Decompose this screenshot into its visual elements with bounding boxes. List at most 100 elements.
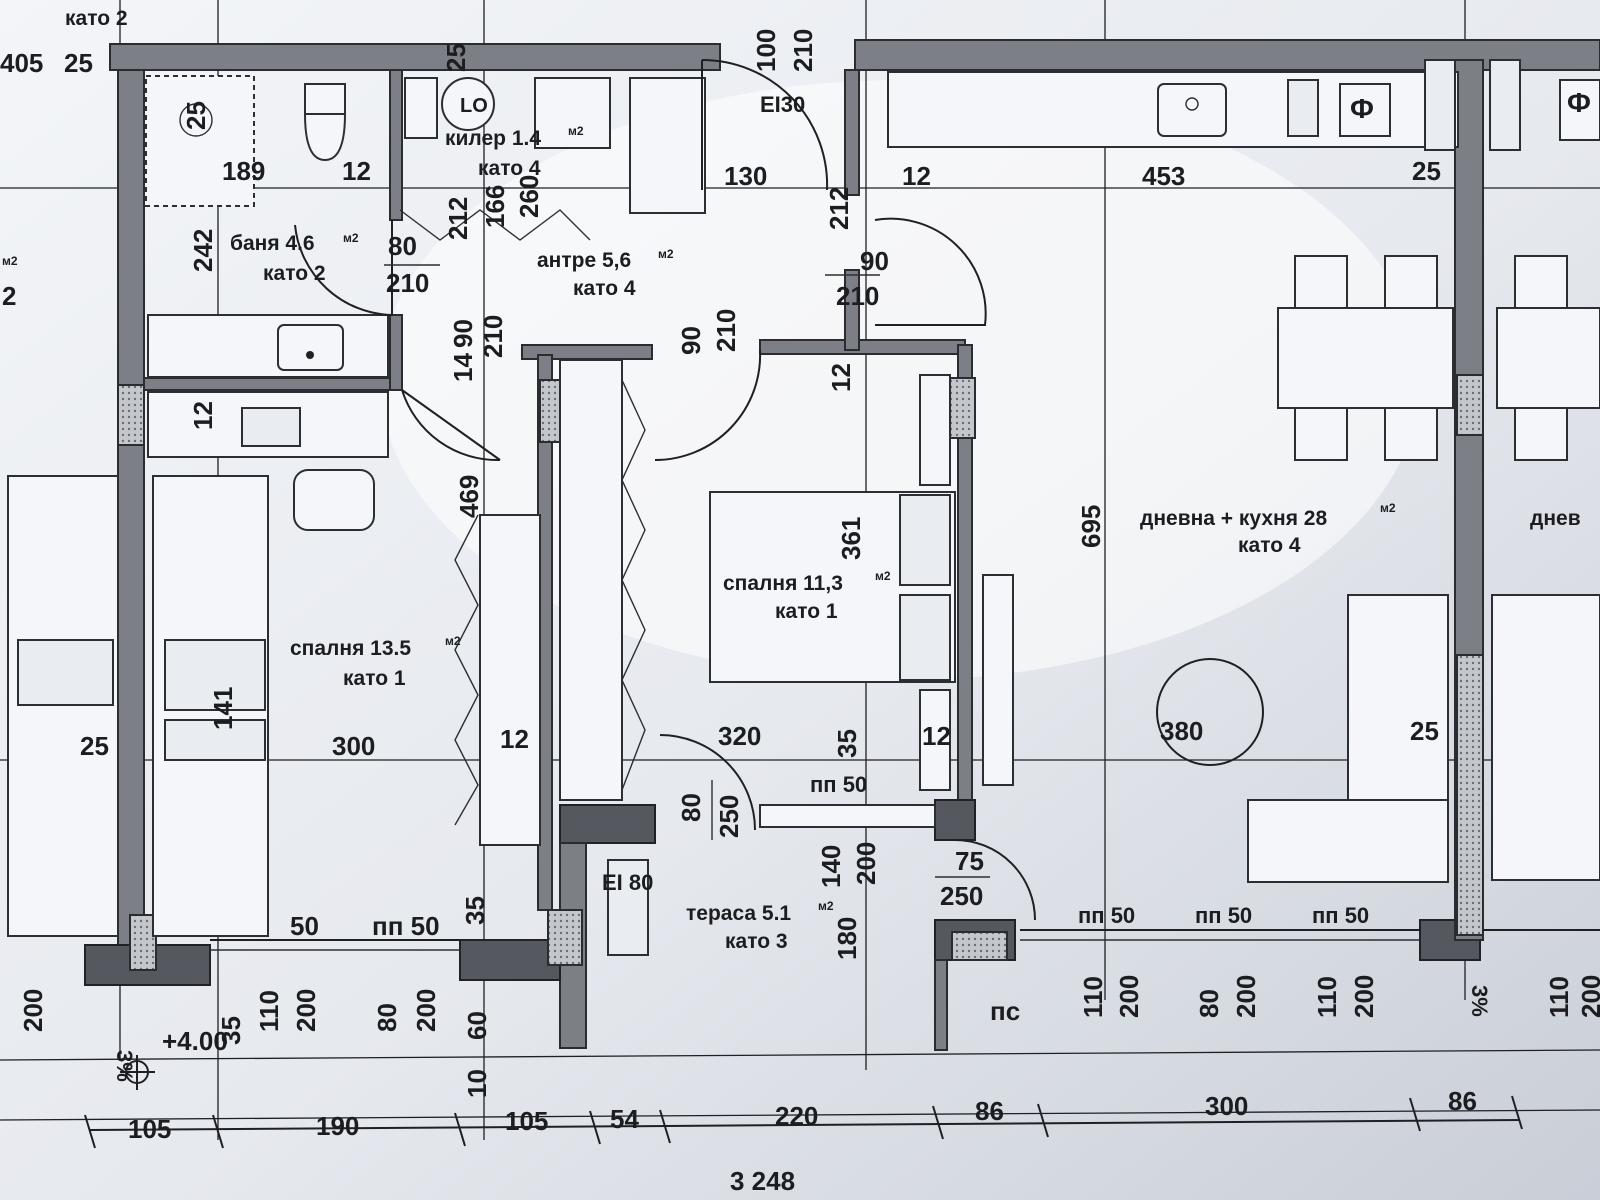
level-marker	[120, 1055, 155, 1090]
dim-90-entry: 90	[860, 246, 889, 276]
dim-10: 10	[462, 1069, 492, 1098]
dim-110-b: 110	[1078, 976, 1108, 1018]
dim-12-bed: 12	[922, 721, 951, 751]
dim-405: 405	[0, 48, 43, 78]
bottom-chain-labels: 105 190 105 54 220 86 300 86 3 248	[128, 1086, 1477, 1196]
room-hall-name: антре 5,6	[537, 249, 631, 272]
level-label: +4.00	[162, 1026, 228, 1056]
pp50-label-3: пп 50	[1078, 903, 1135, 928]
dim-100-door: 100	[751, 29, 781, 72]
dim-166: 166	[480, 185, 510, 228]
door-swings	[210, 59, 1600, 951]
screen-glare	[380, 80, 1420, 680]
dim-210-entry: 210	[836, 281, 879, 311]
left-cut-number-label: 2	[2, 281, 16, 311]
chain-86-a: 86	[975, 1096, 1004, 1126]
svg-text:Ф: Ф	[1350, 93, 1374, 124]
bottom-dimension-chain	[84, 1095, 1523, 1149]
chain-300: 300	[1205, 1091, 1248, 1121]
room-bedroom-left-floor: като 1	[343, 667, 406, 690]
dim-25-top-left: 25	[64, 48, 93, 78]
room-living-name: дневна + кухня 28	[1140, 507, 1327, 530]
dim-189: 189	[222, 156, 265, 186]
dim-80-terrace-door: 80	[676, 793, 706, 822]
chain-54: 54	[610, 1104, 639, 1134]
room-storage-name: килер 1.4	[445, 127, 541, 150]
dimension-labels-horizontal: 405 25 189 12 130 12 453 25 80 210 90 21…	[0, 48, 1441, 941]
dim-90-bedroom-door: 90	[676, 326, 706, 355]
room-bedroom-mid-name: спалня 11,3	[723, 572, 843, 595]
dim-361: 361	[836, 517, 866, 560]
room-bath-unit: м2	[343, 231, 359, 245]
dim-110-c: 110	[1312, 976, 1342, 1018]
dim-90-hall: 90	[448, 319, 478, 348]
dim-210-bedroom-door: 210	[711, 309, 741, 352]
room-terrace-name: тераса 5.1	[686, 902, 791, 925]
room-bedroom-mid-unit: м2	[875, 569, 891, 583]
dim-25-right: 25	[1410, 716, 1439, 746]
shaft-label: пс	[990, 996, 1020, 1026]
dim-25-left: 25	[80, 731, 109, 761]
dim-12-bath: 12	[342, 156, 371, 186]
door-ei30-label: EI30	[760, 92, 805, 117]
dim-60: 60	[462, 1011, 492, 1040]
furniture: LO Ф	[7, 59, 1600, 956]
room-bath-floor: като 2	[263, 262, 326, 285]
dim-200-f: 200	[1231, 975, 1261, 1018]
dim-80-c: 80	[372, 1003, 402, 1032]
room-storage-floor: като 4	[478, 157, 541, 180]
left-cut-unit-label: м2	[2, 254, 18, 268]
dim-12-desk: 12	[188, 401, 218, 430]
dim-260: 260	[514, 175, 544, 218]
room-hall-unit: м2	[658, 247, 674, 261]
dim-12-kitchen: 12	[902, 161, 931, 191]
dim-25-shower: 25	[181, 101, 211, 130]
room-labels: баня 4.6 м2 като 2 килер 1.4 м2 като 4 а…	[2, 7, 1581, 953]
chain-220: 220	[775, 1101, 818, 1131]
dim-469: 469	[454, 475, 484, 518]
dim-35-terrace-left: 35	[460, 896, 490, 925]
dim-12-wardrobe: 12	[500, 724, 529, 754]
room-bedroom-left-unit: м2	[445, 634, 461, 648]
dim-12-bed-wall: 12	[826, 363, 856, 392]
dim-80-bath-door: 80	[388, 231, 417, 261]
pp50-label-5: пп 50	[1312, 903, 1369, 928]
dim-130: 130	[724, 161, 767, 191]
dim-14: 14	[448, 353, 478, 382]
dim-50-bottom: 50	[290, 911, 319, 941]
room-hall-floor: като 4	[573, 277, 636, 300]
dim-242: 242	[188, 229, 218, 272]
svg-text:LO: LO	[460, 95, 488, 117]
slope-label-left: 3%	[112, 1050, 137, 1082]
dim-200-terrace: 200	[851, 842, 881, 885]
chain-105-a: 105	[128, 1114, 171, 1144]
dim-250-door: 250	[940, 881, 983, 911]
right-cut-room-label: днев	[1530, 507, 1581, 530]
dim-200-g: 200	[1349, 975, 1379, 1018]
dim-35-bed: 35	[832, 729, 862, 758]
top-left-floor-label: като 2	[65, 7, 128, 30]
chain-86-b: 86	[1448, 1086, 1477, 1116]
dim-200-h: 200	[1576, 975, 1600, 1018]
svg-text:Ф: Ф	[1567, 87, 1591, 118]
dim-212-storage: 212	[443, 197, 473, 240]
room-bedroom-mid-floor: като 1	[775, 600, 838, 623]
dim-80-d: 80	[1194, 989, 1224, 1018]
dim-210-door-top: 210	[788, 29, 818, 72]
room-bath-name: баня 4.6	[230, 232, 315, 255]
walls	[84, 39, 1600, 1051]
dim-320: 320	[718, 721, 761, 751]
dim-200-c: 200	[411, 989, 441, 1032]
room-storage-unit: м2	[568, 124, 584, 138]
symbol-labels: EI30 EI 80 пс +4.00 3% 3% пп 50 пп 50 пп…	[112, 92, 1492, 1082]
dim-695: 695	[1076, 505, 1106, 548]
dim-110-d: 110	[1544, 976, 1574, 1018]
dim-250-terrace-door: 250	[714, 795, 744, 838]
dim-35-bottom-left: 35	[216, 1016, 246, 1045]
dim-380: 380	[1160, 716, 1203, 746]
dim-300-bedroom: 300	[332, 731, 375, 761]
room-living-floor: като 4	[1238, 534, 1301, 557]
dim-75: 75	[955, 846, 984, 876]
